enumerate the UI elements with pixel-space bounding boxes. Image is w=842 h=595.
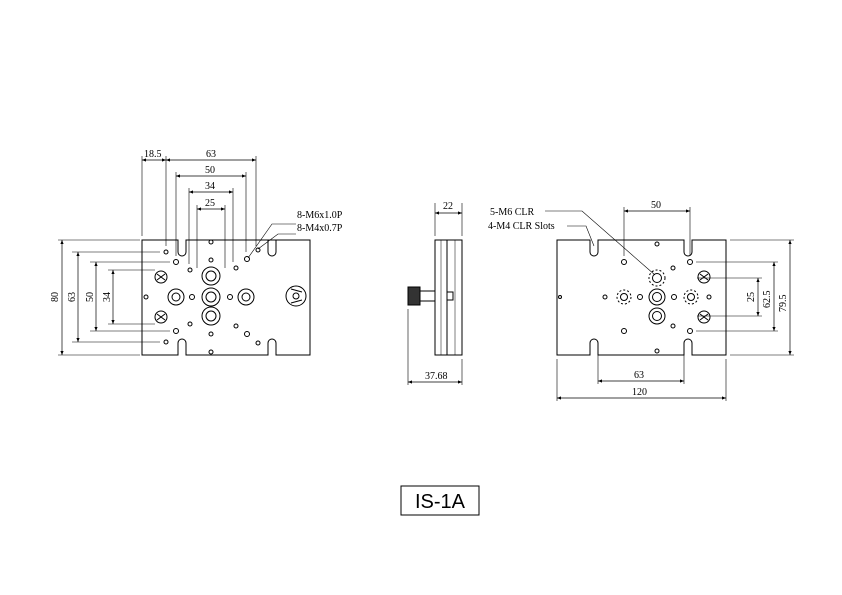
callout-m4-slots: 4-M4 CLR Slots	[488, 221, 555, 232]
dim-back-25: 25	[746, 292, 757, 302]
callout-m6-clearance: 5-M6 CLR	[490, 207, 535, 218]
dim-back-50: 50	[651, 200, 661, 211]
dim-side-22: 22	[443, 201, 453, 212]
back-view-labels: 50 63 120 25 62.5 79.5 5-M6 CLR 4-M4 CLR…	[488, 200, 789, 398]
dim-front-63: 63	[206, 149, 216, 160]
model-label-box: IS-1A	[400, 485, 480, 516]
dim-front-63-vertical: 63	[67, 292, 78, 302]
dim-back-63: 63	[634, 370, 644, 381]
back-plate-outline	[556, 239, 727, 356]
front-extension-lines	[58, 156, 257, 356]
model-label: IS-1A	[415, 491, 466, 513]
front-screw-heads	[154, 270, 168, 324]
front-center-holes	[167, 266, 255, 326]
front-callout-leaders	[247, 223, 296, 259]
side-view	[407, 203, 463, 385]
side-lock-knob	[407, 286, 454, 306]
front-dimension-lines	[60, 158, 256, 355]
front-lock-knob	[285, 285, 307, 307]
front-view-labels: 18.5 63 50 34 25 80 63 50 34 8-M6x1.0P 8…	[50, 149, 343, 302]
dim-front-80: 80	[50, 292, 61, 302]
dim-back-120: 120	[632, 387, 647, 398]
back-view	[545, 207, 794, 401]
back-holes	[558, 241, 712, 354]
side-view-labels: 22 37.68	[425, 201, 453, 382]
callout-m4-thread: 8-M4x0.7P	[297, 223, 343, 234]
callout-m6-thread: 8-M6x1.0P	[297, 210, 343, 221]
dim-back-62-5: 62.5	[762, 291, 773, 309]
front-small-holes	[143, 239, 261, 355]
dim-front-18-5: 18.5	[144, 149, 162, 160]
dim-front-34-vertical: 34	[102, 292, 113, 302]
dim-front-50: 50	[205, 165, 215, 176]
front-plate-outline	[141, 239, 311, 356]
dim-front-50-vertical: 50	[85, 292, 96, 302]
back-screw-heads	[697, 270, 711, 324]
dim-front-34: 34	[205, 181, 215, 192]
front-view	[58, 156, 311, 356]
dim-back-79-5: 79.5	[778, 295, 789, 313]
dim-front-25: 25	[205, 198, 215, 209]
dim-side-37-68: 37.68	[425, 371, 448, 382]
